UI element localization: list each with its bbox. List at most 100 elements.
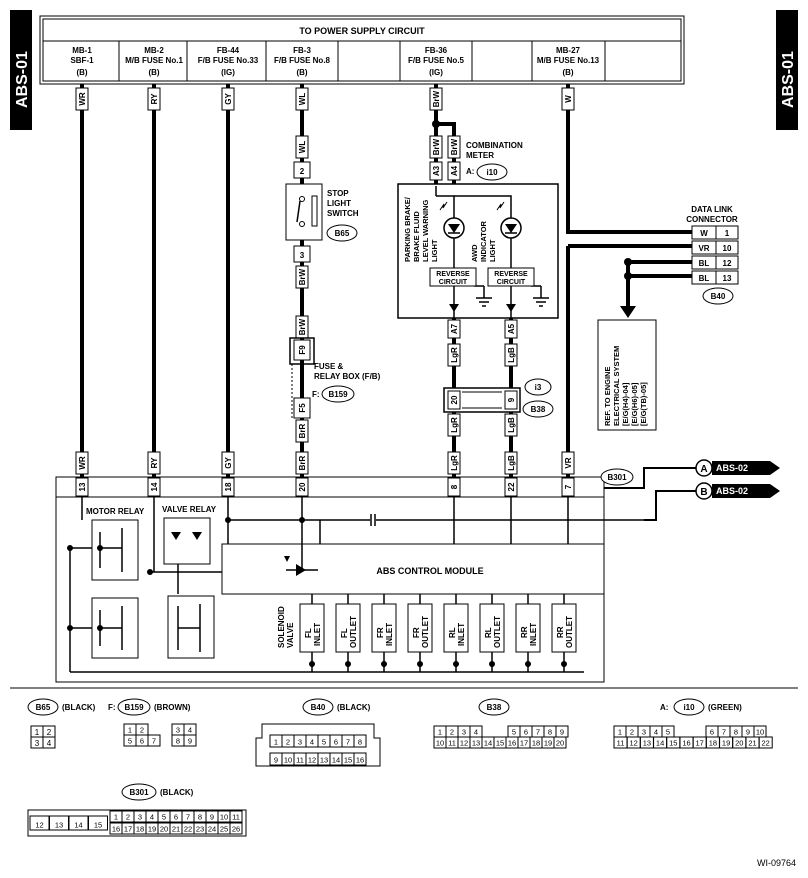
- wire-label: BL: [699, 259, 710, 268]
- connector-name: B301: [129, 788, 149, 797]
- pin-number: 6: [710, 728, 714, 737]
- abs-control-module-label: ABS CONTROL MODULE: [376, 566, 483, 576]
- wire-label: LgB: [507, 417, 516, 433]
- connector-b65-tag: B65: [335, 229, 350, 238]
- wire-label: LgR: [450, 455, 459, 471]
- diode-icon: [296, 564, 306, 576]
- pin-number: 1: [35, 728, 40, 737]
- led-icon: [448, 224, 460, 233]
- valve-fr-outlet-2: OUTLET: [421, 616, 430, 648]
- valve-rl-inlet-1: RL: [448, 627, 457, 638]
- wire-label: LgR: [450, 417, 459, 433]
- left-page-tab: ABS-01: [10, 10, 32, 130]
- abs02-b-link[interactable]: ABS-02: [716, 486, 748, 496]
- wire-label: VR: [698, 244, 709, 253]
- ref-engine-line-4: [E/G(H6)-05]: [630, 382, 639, 426]
- led-icon: [505, 224, 517, 233]
- awd-light-label-1: AWD: [470, 244, 479, 262]
- pin-number: 13: [643, 739, 651, 748]
- pin-number: 15: [496, 739, 504, 748]
- connector-prefix: F:: [108, 703, 116, 712]
- valve-rl-inlet-2: INLET: [457, 623, 466, 646]
- pin-number: 16: [356, 756, 364, 765]
- awd-light-label-2: INDICATOR: [479, 220, 488, 262]
- pin-cell: [147, 734, 161, 747]
- dlc-label-1: DATA LINK: [691, 205, 733, 214]
- ref-engine-line-5: [E/G(TB)-05]: [639, 382, 648, 426]
- pin-number: 18: [709, 739, 717, 748]
- fuse-4-line3: (B): [296, 68, 307, 77]
- connector-b40-tag: B40: [711, 292, 726, 301]
- abs02-b-letter: B: [700, 487, 707, 498]
- pin-number: 12: [308, 756, 316, 765]
- pin-number: 4: [47, 739, 52, 748]
- pin-number: 8: [176, 737, 180, 746]
- pin-number: 12: [460, 739, 468, 748]
- solenoid-label-2: VALVE: [286, 622, 295, 648]
- motor-relay-label: MOTOR RELAY: [86, 507, 145, 516]
- valve-relay: VALVE RELAY: [162, 505, 217, 659]
- pin-number: 9: [188, 737, 192, 746]
- pin-label: 14: [150, 482, 159, 491]
- pin-number: 25: [220, 825, 228, 834]
- pin-cell: [88, 815, 108, 831]
- connector-i10-tag: i10: [486, 168, 498, 177]
- pin-label: 13: [723, 274, 732, 283]
- pin-number: 20: [556, 739, 564, 748]
- engine-reference-box: REF. TO ENGINE ELECTRICAL SYSTEM [E/G(H4…: [597, 319, 657, 431]
- connector-color: (BLACK): [160, 788, 194, 797]
- valve-fr-inlet-2: INLET: [385, 623, 394, 646]
- pin-number: 1: [274, 738, 278, 747]
- wire-label: BrR: [298, 455, 307, 470]
- abs02-a-link[interactable]: ABS-02: [716, 463, 748, 473]
- valve-fl-inlet-1: FL: [304, 628, 313, 638]
- splice-dot: [624, 272, 632, 280]
- wire-label: LgB: [507, 347, 516, 363]
- pin-number: 7: [152, 737, 156, 746]
- pin-number: 5: [666, 728, 670, 737]
- motor-relay: MOTOR RELAY: [86, 507, 145, 659]
- valve-fr-inlet-1: FR: [376, 627, 385, 638]
- pin-number: 13: [55, 821, 63, 830]
- ground-arrow: [620, 306, 636, 318]
- pin-number: 10: [756, 728, 764, 737]
- pin-number: 9: [746, 728, 750, 737]
- pin-number: 19: [544, 739, 552, 748]
- pin-number: 2: [140, 726, 144, 735]
- pin-number: 1: [438, 728, 442, 737]
- ref-engine-line-1: REF. TO ENGINE: [603, 367, 612, 426]
- fuse-5-line1: FB-36: [425, 46, 448, 55]
- pin-number: 4: [310, 738, 314, 747]
- reverse-circuit-1-label-2: CIRCUIT: [439, 279, 468, 286]
- wire-label: LgB: [507, 455, 516, 471]
- pin-number: 8: [734, 728, 738, 737]
- wire-label: BrW: [432, 90, 441, 107]
- pin-number: 11: [617, 739, 625, 748]
- wire-label: WL: [298, 141, 307, 154]
- light-ray-icon: [496, 201, 505, 211]
- ref-engine-line-3: [E/G(H4)-04]: [621, 382, 630, 426]
- fuse-3-line2: F/B FUSE No.33: [198, 56, 259, 65]
- fuse-2-line3: (B): [148, 68, 159, 77]
- pin-number: 9: [274, 756, 278, 765]
- abs02-references: A ABS-02 B ABS-02: [604, 459, 780, 521]
- pin-label: 9: [507, 397, 516, 402]
- pin-number: 15: [669, 739, 677, 748]
- pin-number: 7: [536, 728, 540, 737]
- pin-number: 18: [136, 825, 144, 834]
- stop-switch-label-3: SWITCH: [327, 209, 359, 218]
- pin-number: 9: [560, 728, 564, 737]
- pin-number: 10: [436, 739, 444, 748]
- fuse-5-line2: F/B FUSE No.5: [408, 56, 465, 65]
- wire-label: W: [700, 229, 708, 238]
- combination-meter-label-2: METER: [466, 151, 494, 160]
- pin-label: 8: [450, 484, 459, 489]
- pin-label: 3: [300, 251, 305, 260]
- wire-label: BL: [699, 274, 710, 283]
- left-tab-label: ABS-01: [14, 51, 31, 108]
- pin-number: 15: [344, 756, 352, 765]
- fuse-6-line3: (B): [562, 68, 573, 77]
- pin-label: 20: [450, 395, 459, 404]
- pin-number: 10: [220, 813, 228, 822]
